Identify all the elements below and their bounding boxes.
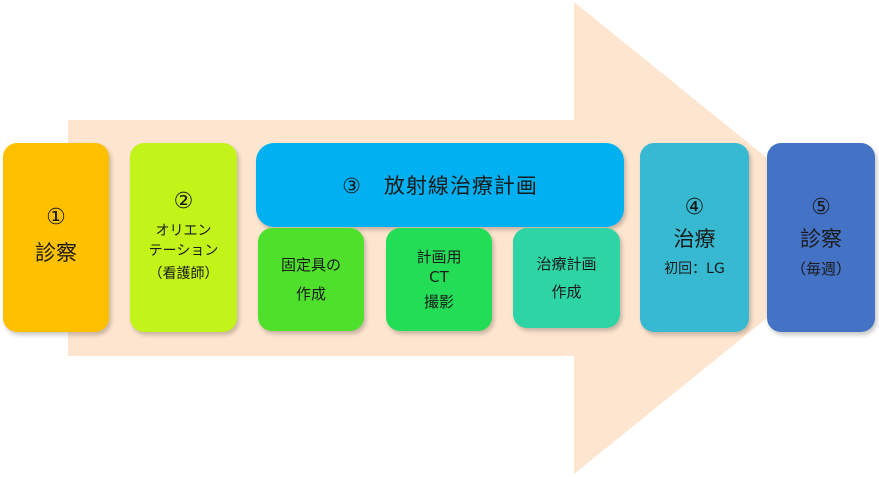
step-3-sub-planning-ct: 計画用 CT 撮影 <box>386 228 492 331</box>
step-1-label: 診察 <box>35 240 77 265</box>
step-1-number: ① <box>46 204 66 230</box>
step-2-orientation: ② オリエン テーション （看護師） <box>130 143 237 332</box>
step-1-consultation: ① 診察 <box>3 143 109 332</box>
step-4-note: 初回：LG <box>664 260 725 277</box>
step-2-line2: テーション <box>148 242 219 259</box>
step-4-label: 治療 <box>673 227 716 252</box>
step-3c-line2: 作成 <box>551 283 582 301</box>
step-2-line3: （看護師） <box>148 266 219 283</box>
step-3-sub-plan-creation: 治療計画 作成 <box>513 228 620 328</box>
step-3a-line1: 固定具の <box>280 256 341 275</box>
step-3-treatment-planning: ③ 放射線治療計画 <box>256 143 624 227</box>
step-2-line1: オリエン <box>155 223 212 240</box>
step-5-note: （毎週） <box>790 260 851 279</box>
step-4-number: ④ <box>684 194 705 220</box>
step-5-weekly-consultation: ⑤ 診察 （毎週） <box>767 143 875 332</box>
step-4-treatment: ④ 治療 初回：LG <box>640 143 749 332</box>
step-5-number: ⑤ <box>811 194 831 220</box>
step-3-title: ③ 放射線治療計画 <box>342 174 538 198</box>
step-3b-line3: 撮影 <box>423 292 454 311</box>
step-3-sub-fixture: 固定具の 作成 <box>258 228 364 331</box>
step-3c-line1: 治療計画 <box>536 254 597 273</box>
step-3a-line2: 作成 <box>295 284 326 303</box>
step-5-label: 診察 <box>800 226 842 251</box>
step-3b-line2: CT <box>429 268 449 287</box>
step-2-number: ② <box>173 189 194 215</box>
step-3b-line1: 計画用 <box>416 248 462 267</box>
